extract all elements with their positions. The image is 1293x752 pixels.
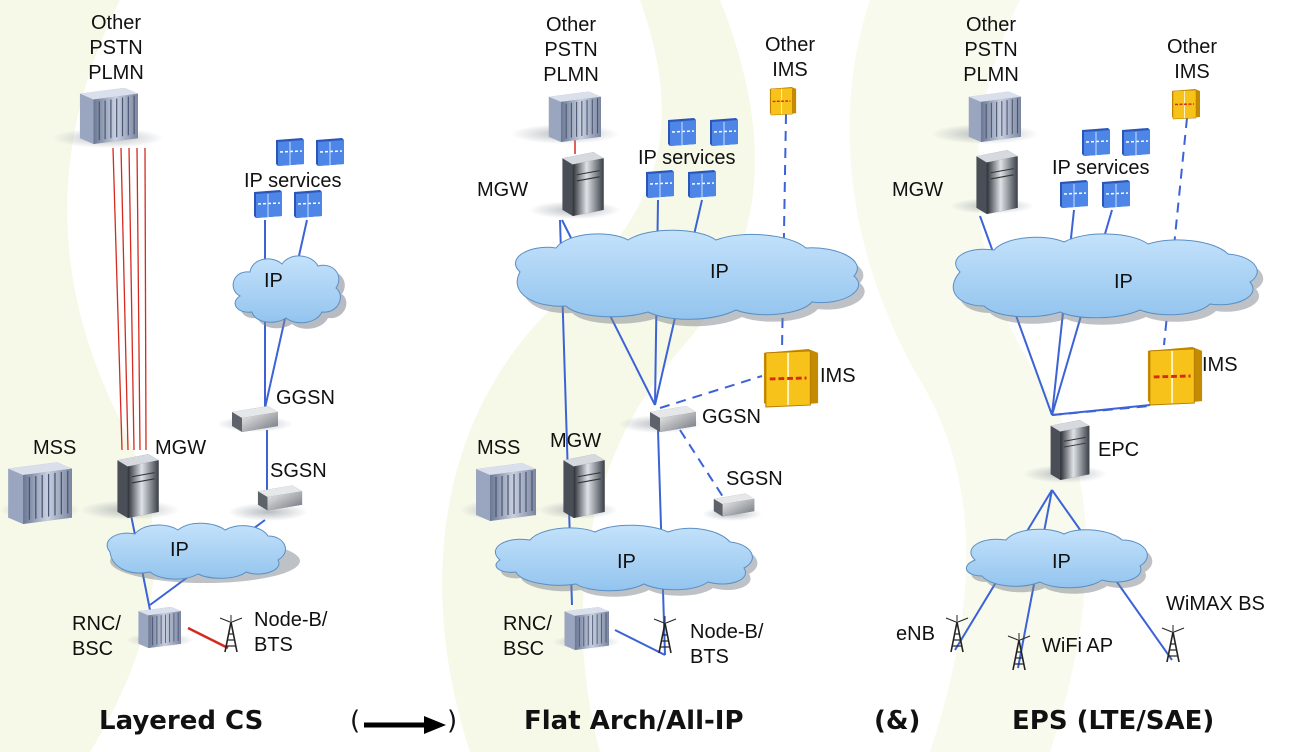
ims-box-panel3 (1146, 345, 1204, 407)
mgw-tower-panel1 (80, 453, 180, 520)
mgw-tower-panel2 (538, 453, 618, 519)
caption-arrow-open: ( (350, 706, 361, 736)
ip-cloud-top-panel3 (952, 233, 1264, 325)
mgw-label-panel3: MGW (892, 179, 944, 201)
ip-cloud-top-label-panel1: IP (264, 270, 283, 292)
ggsn-router-panel2 (618, 406, 702, 433)
ggsn-label-panel1: GGSN (276, 387, 335, 409)
sgsn-router-panel2 (702, 493, 762, 521)
caption-eps: EPS (LTE/SAE) (1012, 706, 1215, 736)
mgw-label-panel2: MGW (550, 430, 602, 452)
ip-cloud-bottom-label-panel2: IP (617, 551, 636, 573)
mss-server-panel2 (460, 462, 540, 522)
mss-label-panel2: MSS (477, 437, 521, 459)
caption-flat-arch: Flat Arch/All-IP (524, 706, 744, 736)
ip-services-label-panel2: IP services (638, 147, 736, 169)
caption-ampersand: (&) (874, 706, 921, 736)
nodeb-bts-label-panel2: Node-B/BTS (690, 621, 764, 668)
wimax-bs-tower-panel3 (1161, 624, 1185, 663)
ip-cloud-bottom-label-panel1: IP (170, 539, 189, 561)
ggsn-router-panel1 (217, 406, 293, 432)
ip-cloud-bottom-panel2 (494, 524, 758, 597)
ip-cloud-bottom-panel3 (965, 528, 1153, 594)
mss-server-panel1 (0, 461, 80, 524)
sgsn-router-panel1 (228, 485, 308, 521)
rnc-bsc-label-panel2: RNC/BSC (503, 613, 552, 660)
arrow-icon (364, 716, 446, 734)
ip-cloud-top-label-panel3: IP (1114, 271, 1133, 293)
wimax-bs-label-panel3: WiMAX BS (1166, 593, 1265, 615)
wifi-ap-label-panel3: WiFi AP (1042, 635, 1114, 657)
ip-cloud-bottom-panel1 (106, 522, 300, 583)
mss-label-panel1: MSS (33, 437, 77, 459)
ims-label-panel2: IMS (820, 365, 856, 387)
sgsn-label-panel1: SGSN (270, 460, 327, 482)
mgw-tower-top-panel2 (529, 151, 621, 219)
rnc-bsc-server-panel2 (552, 606, 620, 650)
nodeb-bts-tower-panel2 (653, 615, 677, 654)
mgw-tower-panel3 (950, 149, 1034, 214)
ims-label-panel3: IMS (1202, 354, 1238, 376)
ip-services-label-panel1: IP services (244, 170, 342, 192)
other-ims-box-panel2 (769, 86, 797, 116)
nodeb-bts-label-panel1: Node-B/BTS (254, 609, 328, 656)
rnc-bsc-server-panel1 (126, 606, 194, 648)
epc-label-panel3: EPC (1098, 439, 1140, 461)
pstn-plmn-server-panel3 (931, 90, 1039, 144)
ip-cloud-bottom-label-panel3: IP (1052, 551, 1071, 573)
ggsn-label-panel2: GGSN (702, 406, 761, 428)
enb-label-panel3: eNB (896, 623, 935, 645)
other-ims-box-panel3 (1171, 88, 1201, 120)
panel-flat-arch (460, 86, 865, 656)
ip-cloud-top-panel1 (232, 255, 347, 329)
mgw-top-label-panel2: MGW (477, 179, 529, 201)
panel-eps (931, 88, 1264, 671)
ip-services-label-panel3: IP services (1052, 157, 1150, 179)
rnc-nodeb-link (187, 626, 229, 650)
rnc-bsc-label-panel1: RNC/BSC (72, 613, 121, 660)
sgsn-label-panel2: SGSN (726, 468, 783, 490)
epc-tower-panel3 (1023, 419, 1107, 483)
ip-cloud-top-label-panel2: IP (710, 261, 729, 283)
pstn-plmn-server-panel1 (52, 87, 164, 148)
caption-arrow-close: ) (447, 706, 458, 736)
ims-box-panel2 (762, 347, 820, 409)
circuit-switched-links (112, 147, 147, 451)
ip-cloud-top-panel2 (515, 229, 865, 327)
pstn-plmn-server-panel2 (511, 90, 619, 144)
panel-layered-cs (0, 87, 347, 653)
caption-layered-cs: Layered CS (99, 706, 264, 736)
mgw-label-panel1: MGW (155, 437, 207, 459)
